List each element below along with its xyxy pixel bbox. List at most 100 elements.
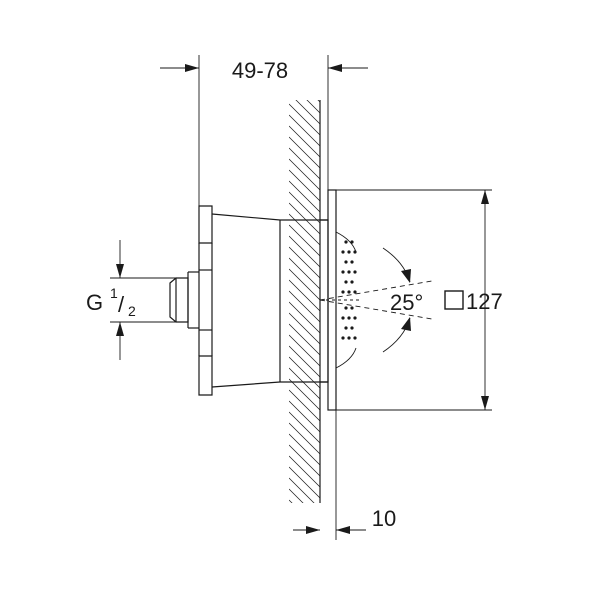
hatch-line [289,533,320,564]
hatch-line [289,60,320,91]
hatch-line [289,422,320,455]
hatch-line [289,411,320,444]
nozzle-dot [344,280,348,284]
hatch-line [289,235,320,268]
thread-arrow-bottom [116,322,124,336]
housing-top-edge [211,213,328,221]
hatch-line [289,125,320,158]
depth-arrow-right [328,64,342,72]
hatch-line [289,345,320,378]
nozzle-dot [341,270,345,274]
nozzle-dot [341,290,345,294]
thread-slash-label: / [118,292,125,317]
lower-mounting-lug [198,355,213,396]
thread-connection [169,277,189,323]
thread-denominator-label: 2 [128,303,136,319]
depth-arrow-left [185,64,199,72]
hatch-line [289,180,320,213]
nozzle-dot [341,316,345,320]
hatch-line [289,544,320,575]
spray-face [335,231,357,369]
hatch-line [289,191,320,224]
hatch-line [289,312,320,345]
nozzle-dot [350,280,354,284]
hatch-line [289,257,320,290]
hatch-line [289,511,320,542]
hatch-line [289,334,320,367]
plate-arrow-bottom [481,396,489,410]
nozzle-dot [350,260,354,264]
nozzle-dot [350,240,354,244]
hatch-line [289,356,320,389]
nozzle-dot [347,316,351,320]
hatch-line [289,268,320,301]
housing-bottom-edge [211,381,328,388]
hatch-line [289,147,320,180]
spray-angle-ray-lower [319,299,433,320]
hatch-line [289,400,320,433]
hatch-line [289,213,320,246]
front-plate: 127 [327,189,503,411]
thread-dimension: G 1 / 2 [86,240,178,360]
nozzle-dot [353,336,357,340]
hatch-line [289,433,320,466]
hatch-line [289,555,320,586]
nozzle-dot [341,336,345,340]
hatch-line [289,466,320,499]
hatch-line [289,103,320,136]
spray-face-contour-bottom [335,347,357,369]
nozzle-dot [353,270,357,274]
nozzle-dot [341,250,345,254]
wall-offset-dimension: 10 [293,390,396,540]
spray-angle-arrow-upper [401,269,411,283]
hatch-line [289,389,320,422]
nozzle-dot [350,306,354,310]
jet-body [169,205,329,396]
nozzle-dot [347,270,351,274]
plate-size-label: 127 [466,289,503,314]
spray-angle-label: 25° [390,290,423,315]
hatch-line [289,488,304,503]
thread-numerator-label: 1 [110,285,118,301]
hatch-line [289,367,320,400]
nozzle-dot [344,240,348,244]
hatch-line [289,522,320,553]
hatch-line [295,100,320,125]
plate-arrow-top [481,190,489,204]
hatch-line [289,323,320,356]
hatch-line [289,477,315,503]
hatch-line [289,246,320,279]
hatch-line [289,279,320,312]
nozzle-dot [353,290,357,294]
hatch-line [289,158,320,191]
thread-type-label: G [86,290,103,315]
hatch-line [289,224,320,257]
hatch-line [289,301,320,334]
spray-angle-annotation: 25° [319,247,433,353]
wall-offset-label: 10 [372,506,396,531]
hatch-line [289,114,320,147]
nozzle-dot [353,250,357,254]
hatch-line [289,202,320,235]
wall-section [289,60,321,586]
hatch-line [289,136,320,169]
hatch-line [306,100,320,114]
spray-angle-ray-upper [319,280,433,301]
nozzle-dot [347,336,351,340]
hatch-line [289,444,320,477]
nozzle-dot [344,306,348,310]
nozzle-dot [344,326,348,330]
hatch-line [289,290,320,323]
wall-hatching [289,60,320,586]
nozzle-dot [347,250,351,254]
offset-arrow-right [336,526,350,534]
nozzle-dot [344,260,348,264]
hatch-line [289,169,320,202]
depth-range-label: 49-78 [232,58,288,83]
thread-arrow-top [116,264,124,278]
hatch-line [289,499,293,503]
depth-dimension: 49-78 [160,55,368,210]
nozzle-dot [347,290,351,294]
spray-angle-arrow-lower [401,317,411,331]
